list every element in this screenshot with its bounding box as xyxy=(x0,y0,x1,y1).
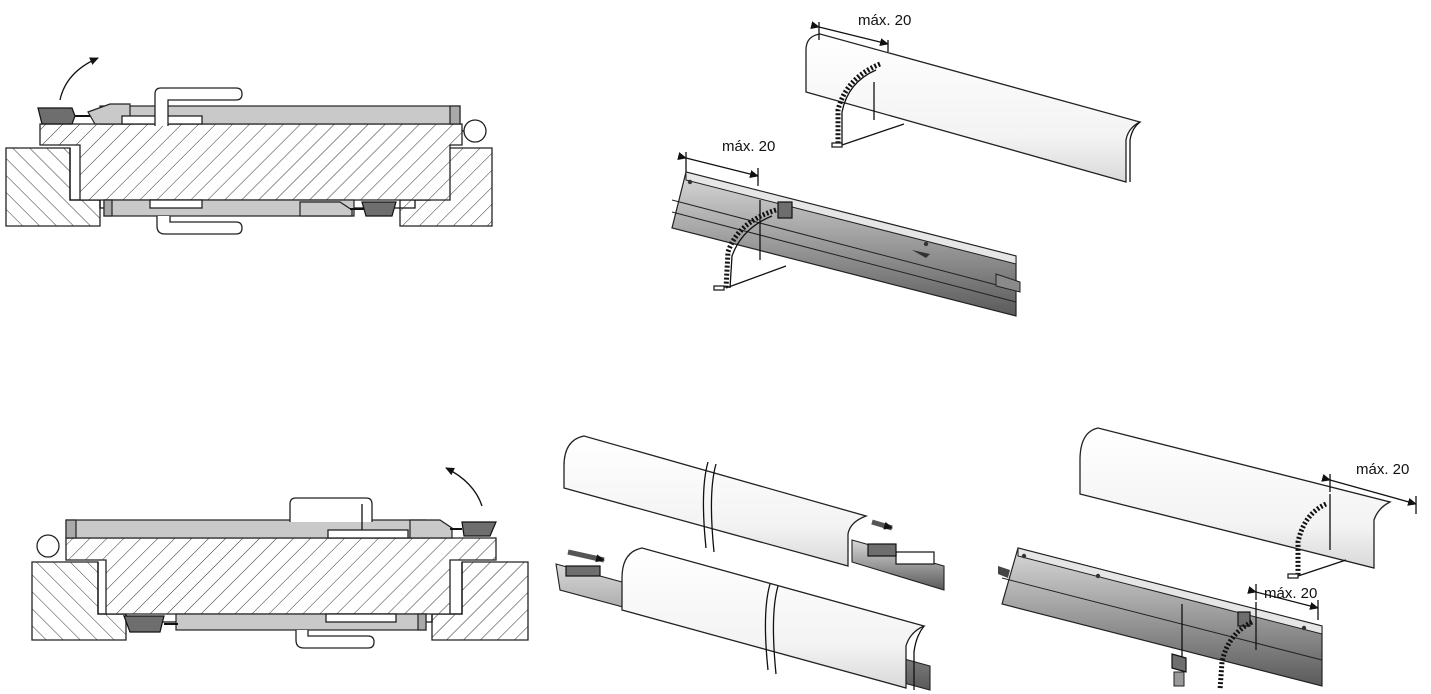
insert-arrow-right xyxy=(871,519,893,531)
cover-insert xyxy=(555,435,945,691)
clip-left xyxy=(123,615,165,633)
seal-ball-bottom xyxy=(36,534,60,558)
glass-panel xyxy=(65,537,497,615)
cover-profile xyxy=(1079,427,1392,569)
cross-section-bottom xyxy=(31,467,529,649)
handle-top xyxy=(154,87,243,126)
rail-end-right xyxy=(851,539,945,591)
cover-cut-top: máx. 20 xyxy=(805,12,1142,183)
saw-blade xyxy=(835,61,881,145)
handle-bottom xyxy=(156,216,243,235)
handle-top xyxy=(289,497,373,522)
clip-right xyxy=(461,521,497,537)
dimension-label: máx. 20 xyxy=(1264,585,1317,602)
dimension-label: máx. 20 xyxy=(1356,461,1409,478)
seal-ball-top xyxy=(463,119,487,143)
end-cap-detached xyxy=(1171,653,1187,673)
clip-left xyxy=(37,107,76,125)
glass-panel xyxy=(39,123,463,201)
saw-blade-cover xyxy=(1295,501,1328,576)
handle-bottom xyxy=(295,630,375,649)
saw-blade xyxy=(723,207,777,289)
rail-cut-top: máx. 20 xyxy=(671,138,1021,317)
saw-blade-rail xyxy=(1217,619,1254,691)
clip-right xyxy=(361,201,397,217)
rotate-arrow-top xyxy=(59,57,99,101)
cover-profile xyxy=(805,33,1142,183)
end-cap xyxy=(777,201,793,219)
dimension-label: máx. 20 xyxy=(858,12,911,29)
dimension-label: máx. 20 xyxy=(722,138,775,155)
insert-arrow-left xyxy=(567,549,605,563)
cross-section-top xyxy=(5,57,493,235)
rotate-arrow-bottom xyxy=(445,467,483,507)
cover-profile-upper xyxy=(563,435,869,567)
cut-bottom-right: máx. 20 máx. 20 xyxy=(998,427,1417,691)
